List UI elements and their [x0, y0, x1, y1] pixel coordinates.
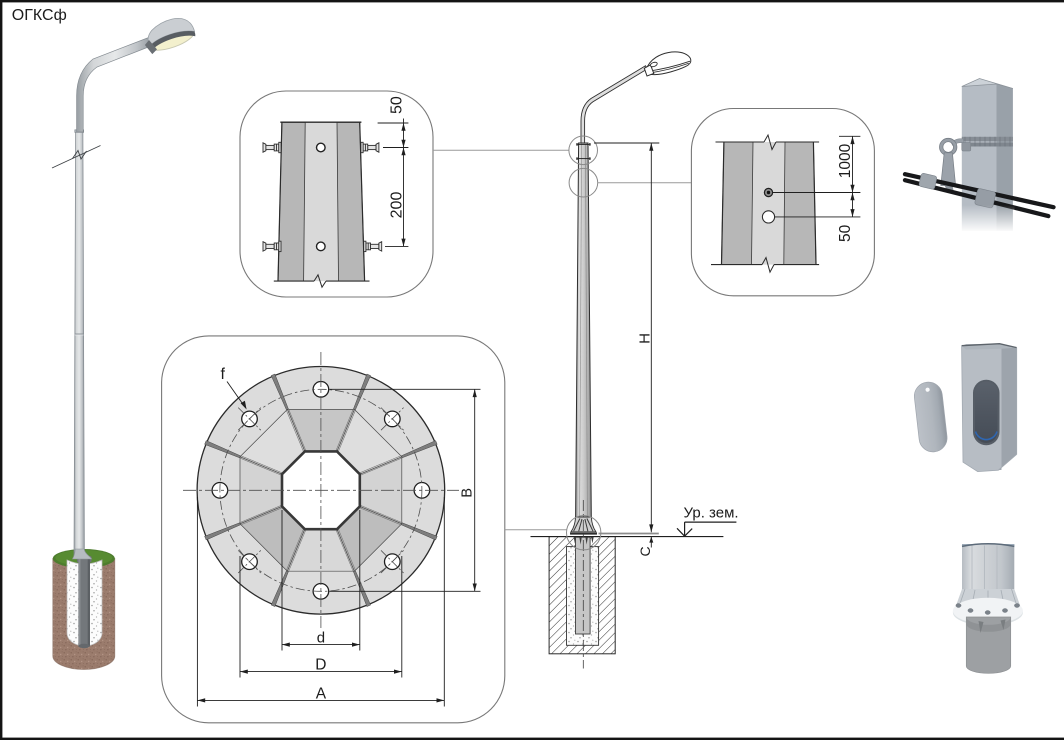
svg-text:1000: 1000: [837, 143, 854, 178]
svg-text:D: D: [315, 657, 326, 674]
svg-text:d: d: [317, 629, 325, 646]
svg-text:H: H: [637, 333, 654, 344]
svg-text:C: C: [637, 546, 653, 556]
svg-text:200: 200: [389, 192, 406, 219]
svg-text:B: B: [460, 488, 476, 498]
svg-text:f: f: [221, 366, 226, 383]
svg-text:50: 50: [389, 96, 406, 114]
svg-text:50: 50: [837, 224, 854, 242]
svg-text:ОГКСф: ОГКСф: [12, 7, 67, 24]
svg-text:Ур. зем.: Ур. зем.: [684, 505, 739, 522]
svg-text:A: A: [316, 685, 327, 702]
